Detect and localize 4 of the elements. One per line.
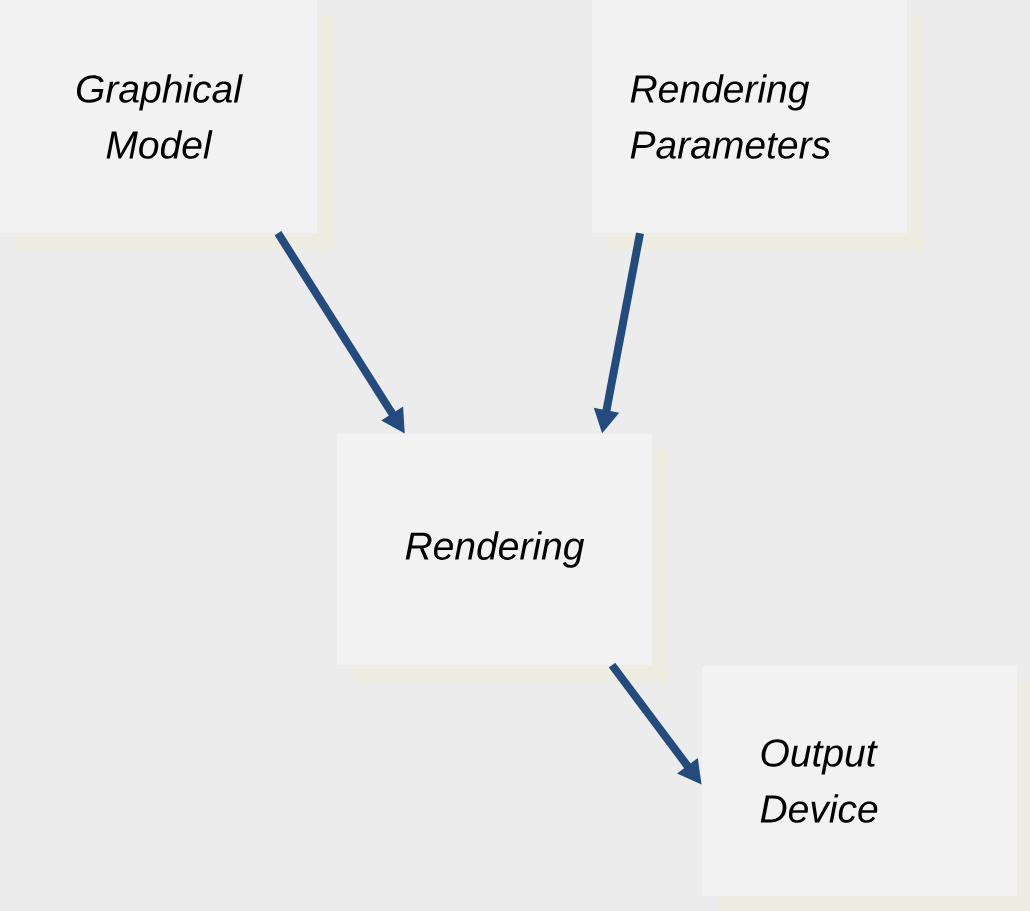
process-box: Output Device xyxy=(702,666,1030,911)
process-box: Graphical Model xyxy=(0,0,333,249)
process-box: Rendering xyxy=(337,434,668,681)
process-box: Rendering Parameters xyxy=(592,0,923,249)
